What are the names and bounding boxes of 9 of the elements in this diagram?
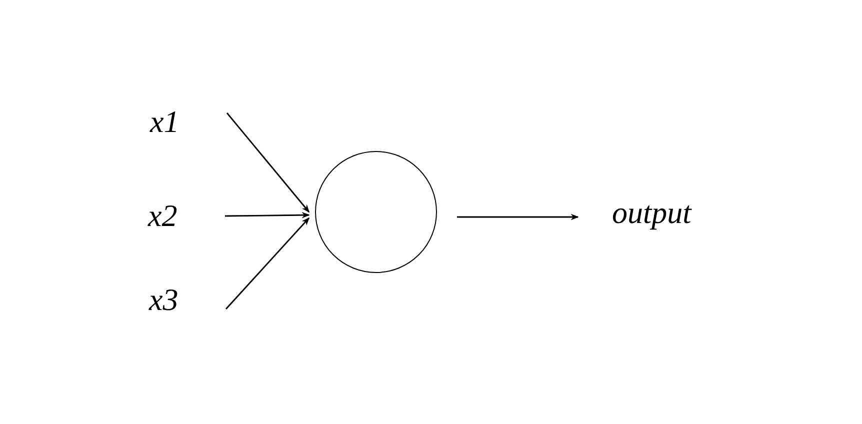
arrow [226,112,310,213]
arrow [457,214,579,220]
variable-label: output [612,195,692,231]
variable-label: x1 [150,104,180,140]
circle-node [315,151,437,273]
variable-label: x3 [149,282,178,318]
arrow [225,217,310,310]
arrow [225,212,310,218]
variable-label: x2 [148,198,178,234]
